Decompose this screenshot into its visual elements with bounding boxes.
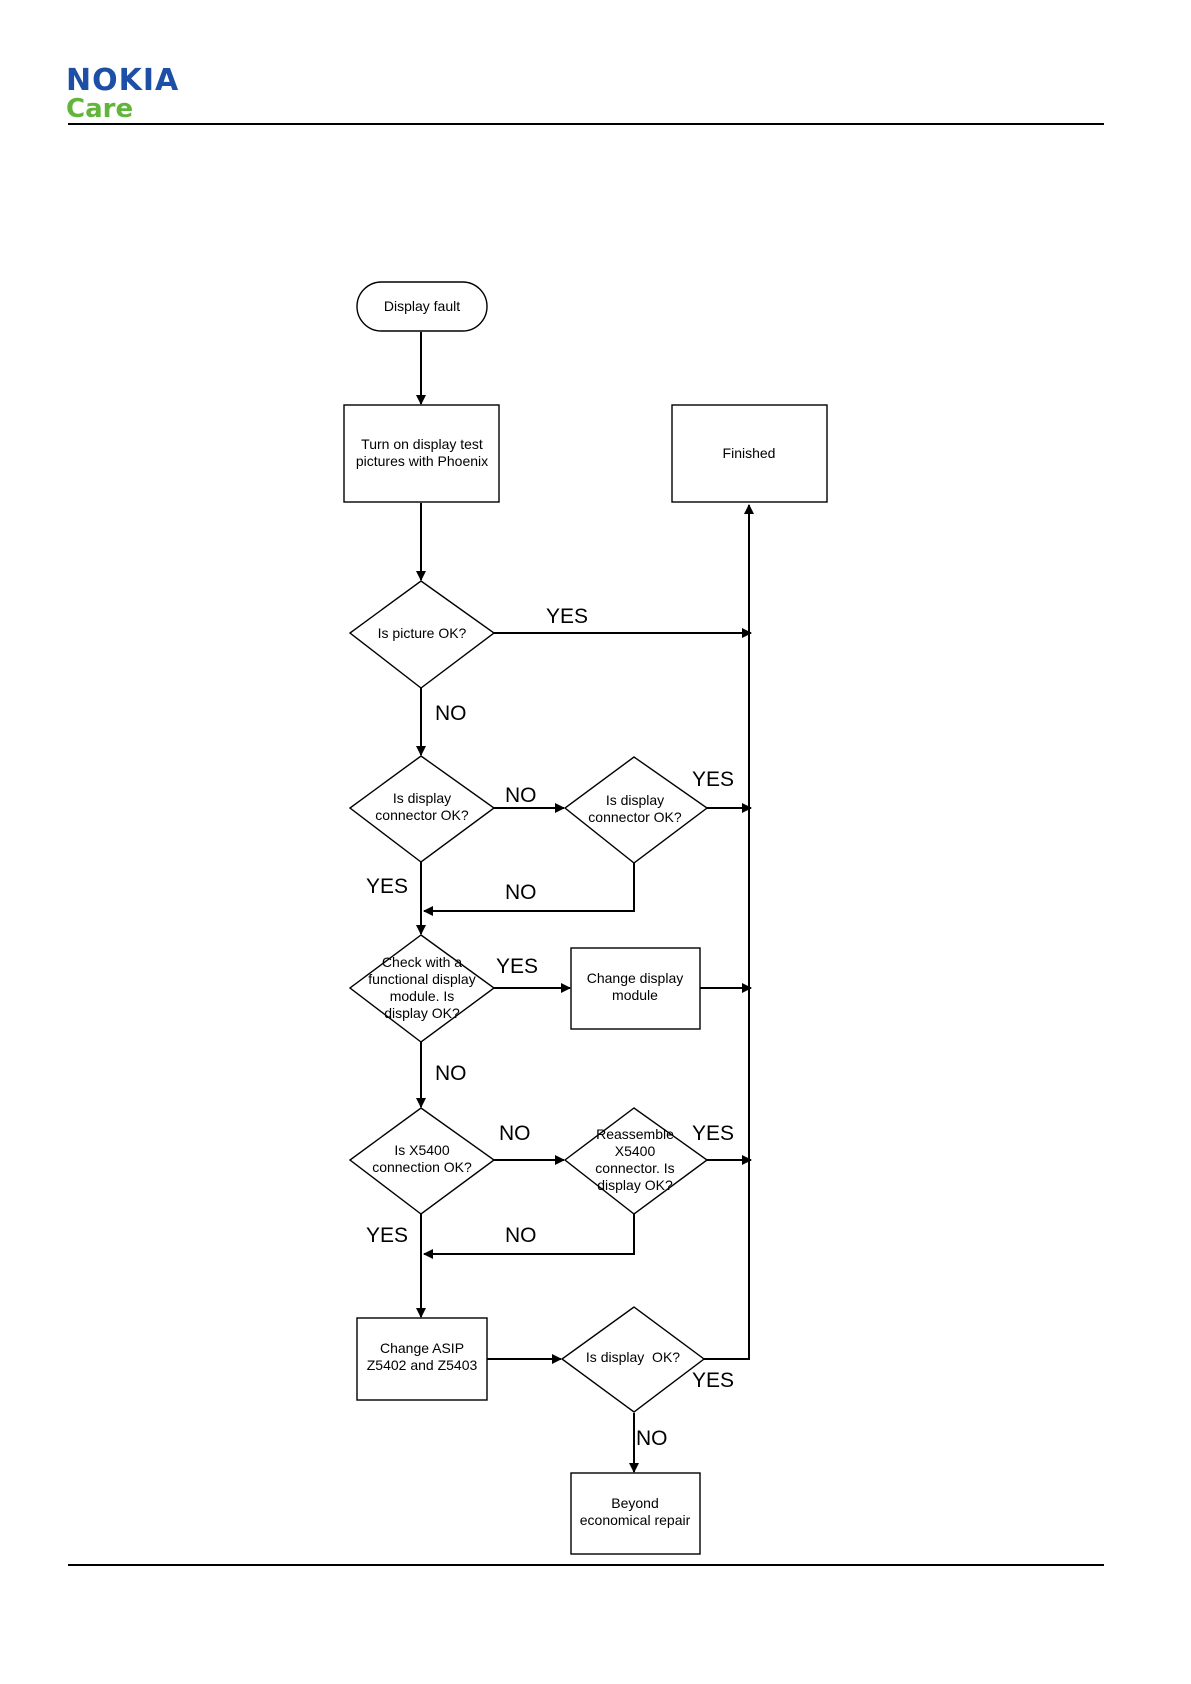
- node-functional-line-3: module. Is: [390, 988, 455, 1004]
- node-functional-line-2: functional display: [368, 971, 475, 987]
- node-reassemble-line-3: connector. Is: [595, 1160, 674, 1176]
- reassemble-diamond: [563, 1107, 709, 1215]
- logo-nokia-text: NOKIA: [66, 63, 180, 98]
- node-connector-2-line-2: connector OK?: [588, 809, 682, 825]
- edge-label-picture-yes: YES: [546, 605, 588, 628]
- node-change-module-line-2: module: [612, 987, 658, 1003]
- functional-check-diamond: [348, 934, 496, 1043]
- node-connector-2-line-1: Is display: [606, 792, 664, 808]
- display-ok-final-diamond: [560, 1306, 706, 1413]
- turn-on-box: [343, 404, 500, 503]
- arrow-reassemble-no: [423, 1214, 635, 1259]
- node-reassemble-line-4: display OK?: [597, 1177, 673, 1193]
- node-turn-on-line-1: Turn on display test: [361, 436, 483, 452]
- edge-label-functional-no: NO: [435, 1062, 467, 1085]
- node-connector-1-line-2: connector OK?: [375, 807, 469, 823]
- edge-label-x5400-no: NO: [499, 1122, 531, 1145]
- node-functional-line-4: display OK?: [384, 1005, 460, 1021]
- beyond-repair-box: [570, 1472, 701, 1555]
- flow-shapes: [343, 281, 828, 1555]
- node-connector-1-line-1: Is display: [393, 790, 451, 806]
- node-labels: Display fault Turn on display test pictu…: [356, 298, 776, 1528]
- connector-ok-1-diamond: [348, 755, 496, 863]
- edge-label-reassemble-yes: YES: [692, 1122, 734, 1145]
- edge-label-reassemble-no: NO: [505, 1224, 537, 1247]
- header-rule: [68, 123, 1104, 125]
- edge-label-functional-yes: YES: [496, 955, 538, 978]
- edge-label-x5400-yes: YES: [366, 1224, 408, 1247]
- edge-label-final-yes: YES: [692, 1369, 734, 1392]
- arrow-conn2-no: [423, 862, 635, 916]
- edge-label-conn2-no: NO: [505, 881, 537, 904]
- node-start-label: Display fault: [384, 298, 460, 314]
- node-x5400-line-2: connection OK?: [372, 1159, 472, 1175]
- node-change-asip-line-1: Change ASIP: [380, 1340, 464, 1356]
- flow-connectors: [416, 332, 754, 1473]
- node-x5400-line-1: Is X5400: [394, 1142, 449, 1158]
- node-change-module-line-1: Change display: [587, 970, 684, 986]
- nokia-care-logo: NOKIA Care: [66, 66, 206, 126]
- start-terminator: [356, 281, 488, 332]
- finished-box: [671, 404, 828, 503]
- return-trunk-to-finished: [704, 504, 754, 1360]
- edge-label-conn1-yes: YES: [366, 875, 408, 898]
- node-beyond-repair-line-2: economical repair: [580, 1512, 691, 1528]
- connector-ok-2-diamond: [563, 756, 709, 864]
- edge-label-picture-no: NO: [435, 702, 467, 725]
- edge-label-final-no: NO: [636, 1427, 668, 1450]
- change-module-box: [570, 947, 701, 1030]
- node-reassemble-line-2: X5400: [615, 1143, 656, 1159]
- node-reassemble-line-1: Reassemble: [596, 1126, 674, 1142]
- logo-care-text: Care: [66, 94, 134, 124]
- edge-label-conn1-no: NO: [505, 784, 537, 807]
- change-asip-box: [356, 1317, 488, 1401]
- node-finished-label: Finished: [723, 445, 776, 461]
- node-change-asip-line-2: Z5402 and Z5403: [367, 1357, 478, 1373]
- picture-ok-diamond: [348, 580, 496, 689]
- node-turn-on-line-2: pictures with Phoenix: [356, 453, 488, 469]
- footer-rule: [68, 1564, 1104, 1566]
- x5400-ok-diamond: [348, 1107, 496, 1215]
- edge-labels: YES NO NO YES YES NO YES NO NO YES YES N…: [366, 605, 734, 1450]
- node-beyond-repair-line-1: Beyond: [611, 1495, 658, 1511]
- node-picture-ok-label: Is picture OK?: [378, 625, 467, 641]
- edge-label-conn2-yes: YES: [692, 768, 734, 791]
- node-functional-line-1: Check with a: [382, 954, 462, 970]
- node-display-ok-final-label: Is display OK?: [586, 1349, 680, 1365]
